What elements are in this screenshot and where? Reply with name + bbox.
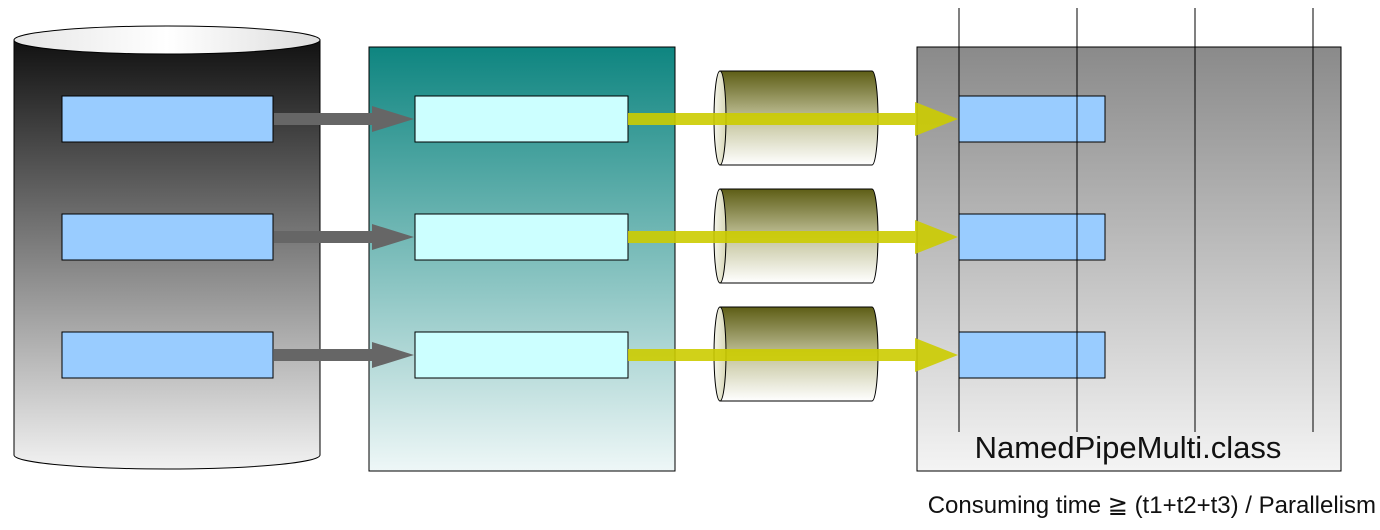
gray-arrow-3 [274,342,414,368]
dest-box-2 [958,213,1106,261]
source-box-2 [61,213,274,261]
gray-arrow-1 [274,106,414,132]
yellow-arrow-2 [628,220,958,254]
dest-box-3 [958,331,1106,379]
formula-label: Consuming time ≧ (t1+t2+t3) / Parallelis… [928,492,1376,519]
middle-box-2 [414,213,629,261]
yellow-arrow-3 [628,338,958,372]
middle-box-1 [414,95,629,143]
yellow-arrow-1 [628,102,958,136]
source-box-1 [61,95,274,143]
middle-box-3 [414,331,629,379]
dest-box-1 [958,95,1106,143]
gray-arrow-2 [274,224,414,250]
source-box-3 [61,331,274,379]
class-label: NamedPipeMulti.class [975,430,1282,465]
